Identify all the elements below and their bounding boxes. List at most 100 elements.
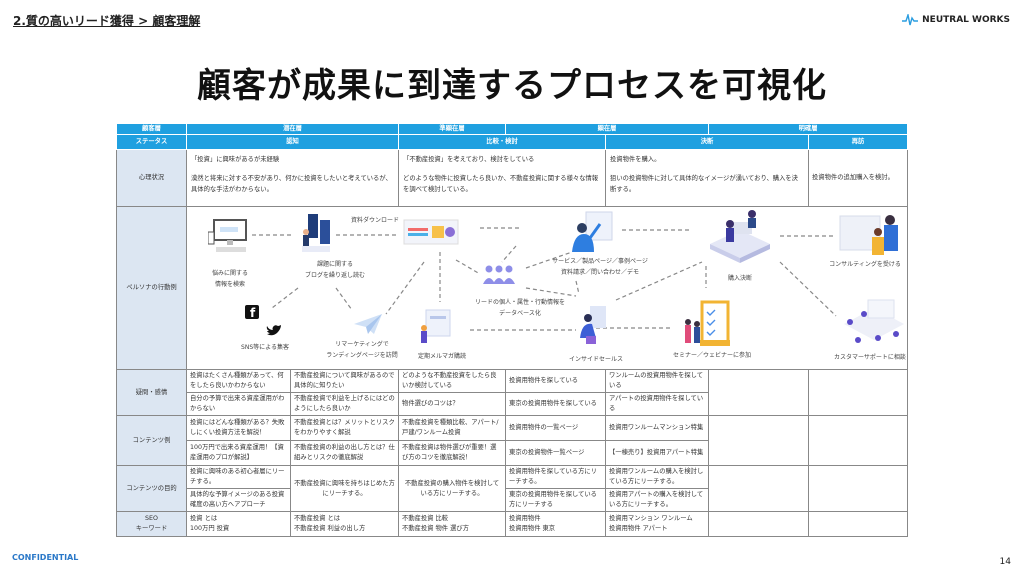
keyword: 100万円 投資: [190, 525, 230, 532]
consulting-icon: [838, 212, 904, 262]
empty-cell: [708, 369, 810, 416]
keyword: 投資用物件 東京: [509, 525, 556, 532]
node-label-mail: 定期メルマガ購読: [417, 353, 467, 360]
content-cell: 不動産投資の利益の出し方とは？仕組みとリスクの徹底解説: [289, 440, 400, 466]
row-label: 心理状況: [116, 149, 187, 207]
purpose-cell: 投資用ワンルームの購入を検討している方にリーチする。: [605, 465, 710, 489]
content-cell: 投資用物件の一覧ページ: [505, 415, 607, 441]
row-label: コンテンツ例: [116, 415, 187, 466]
seo-cell: 不動産投資 とは不動産投資 利益の出し方: [289, 511, 400, 537]
breadcrumb[interactable]: 2.質の高いリード獲得 > 顧客理解: [13, 14, 201, 28]
seo-cell: 投資用マンション ワンルーム投資用物件 アパート: [605, 511, 710, 537]
question-cell: どのような不動産投資をしたら良いか検討している: [398, 369, 507, 393]
purpose-cell: 投資用物件を探している方にリーチする。: [505, 465, 607, 489]
question-cell: 物件選びのコツは？: [398, 392, 507, 416]
customer-journey-table: 顧客層 潜在層 準顕在層 顕在層 明確層 ステータス 認知 比較・検討 決断 再…: [116, 123, 909, 537]
psychology-cell: 「投資」に興味があるが未経験漠然と将来に対する不安があり、何かに投資をしたいと考…: [185, 149, 400, 207]
cell-text: 漠然と将来に対する不安があり、何かに投資をしたいと考えているが、具体的な手法がわ…: [191, 175, 392, 193]
empty-cell: [708, 465, 810, 512]
cell-text: どのような物件に投資したら良いか、不動産投資に関する様々な情報を調べて検討してい…: [403, 175, 599, 193]
label-line: キーワード: [135, 525, 168, 532]
seminar-checklist-icon: [680, 300, 732, 352]
node-label-database: リードの個人・属性・行動情報をデータベース化: [474, 299, 566, 317]
keyword: 投資用物件: [509, 515, 541, 522]
node-label-remarketing: リマーケティングでランディングページを訪問: [326, 341, 398, 359]
node-label-inside-sales: インサイドセールス: [568, 356, 624, 363]
people-group-icon: [482, 264, 516, 290]
service-page-icon: [570, 210, 614, 258]
document-download-icon: [400, 214, 462, 252]
question-cell: 自分の予算で出来る資産運用がわからない: [186, 392, 291, 416]
node-label-seminar: セミナー／ウェビナーに参加: [672, 352, 752, 359]
status-header: 認知: [185, 134, 400, 150]
page-number: 14: [999, 557, 1011, 567]
node-label-sns: SNS等による集客: [241, 344, 289, 351]
purpose-cell: 不動産投資に興味を持ちはじめた方にリーチする。: [289, 465, 400, 512]
purpose-cell: 東京の投資用物件を探している方にリーチする: [505, 488, 607, 512]
purchase-decision-icon: [708, 208, 772, 268]
label-line: SEO: [145, 515, 158, 522]
layer-header: 準顕在層: [398, 123, 507, 135]
purpose-cell: 不動産投資の購入物件を検討している方にリーチする。: [398, 465, 507, 512]
content-cell: 【一棟売り】投資用アパート特集: [605, 440, 710, 466]
seo-cell: 投資用物件投資用物件 東京: [505, 511, 607, 537]
row-label: SEO キーワード: [116, 511, 187, 537]
row-label: ペルソナの行動例: [116, 206, 187, 370]
layer-label: 顧客層: [116, 123, 187, 135]
node-label-consulting: コンサルティングを受ける: [829, 261, 901, 268]
layer-header: 明確層: [708, 123, 909, 135]
cell-text: 「不動産投資」を考えており、検討をしている: [403, 156, 535, 163]
status-header: 決断: [605, 134, 810, 150]
psychology-cell: 投資物件を購入。狙いの投資物件に対して具体的なイメージが湧いており、購入を決断す…: [605, 149, 810, 207]
seo-cell: 不動産投資 比較不動産投資 物件 選び方: [398, 511, 507, 537]
content-cell: 不動産投資は物件選びが重要！選び方のコツを徹底解説！: [398, 440, 507, 466]
paper-plane-icon: [354, 314, 382, 338]
customer-support-icon: [834, 294, 906, 354]
status-label: ステータス: [116, 134, 187, 150]
logo-text: NEUTRAL WORKS: [922, 15, 1010, 25]
keyword: 不動産投資 比較: [402, 515, 449, 522]
purpose-cell: 具体的な予算イメージのある投資確度の高い方へアプローチ: [186, 488, 291, 512]
cell-text: 「投資」に興味があるが未経験: [191, 156, 280, 163]
psychology-cell: 「不動産投資」を考えており、検討をしているどのような物件に投資したら良いか、不動…: [398, 149, 607, 207]
keyword: 投資 とは: [190, 515, 218, 522]
empty-cell: [808, 369, 909, 416]
content-cell: 東京の投資物件一覧ページ: [505, 440, 607, 466]
question-cell: 投資はたくさん種類があって、何をしたら良いかわからない: [186, 369, 291, 393]
empty-cell: [708, 415, 810, 466]
status-header: 再訪: [808, 134, 909, 150]
keyword: 不動産投資 利益の出し方: [294, 525, 366, 532]
question-cell: 不動産投資で利益を上げるにはどのようにしたら良いか: [289, 392, 400, 416]
content-cell: 投資にはどんな種類がある？失敗しにくい投資方法を解説！: [186, 415, 291, 441]
twitter-icon: [266, 322, 282, 341]
cell-text: 狙いの投資物件に対して具体的なイメージが湧いており、購入を決断する。: [610, 175, 798, 193]
confidential-label: CONFIDENTIAL: [12, 553, 79, 562]
question-cell: 投資用物件を探している: [505, 369, 607, 393]
row-label: コンテンツの目的: [116, 465, 187, 512]
question-cell: 不動産投資について興味があるので具体的に知りたい: [289, 369, 400, 393]
node-label-search: 悩みに関する情報を検索: [211, 270, 249, 288]
empty-cell: [708, 511, 810, 537]
content-cell: 不動産投資を種類比較、アパート/戸建/ワンルーム投資: [398, 415, 507, 441]
layer-header: 潜在層: [185, 123, 400, 135]
keyword: 投資用物件 アパート: [609, 525, 668, 532]
node-label-support: カスタマーサポートに相談: [834, 354, 906, 361]
psychology-cell: 投資物件の追加購入を検討。: [808, 149, 909, 207]
content-cell: 100万円で出来る資産運用！【資産運用のプロが解説】: [186, 440, 291, 466]
svg-text:f: f: [250, 306, 256, 319]
layer-header: 顕在層: [505, 123, 710, 135]
brand-logo: NEUTRAL WORKS: [902, 14, 1010, 26]
empty-cell: [808, 511, 909, 537]
cell-text: 投資物件を購入。: [610, 156, 661, 163]
content-cell: 不動産投資とは？メリットとリスクをわかりやすく解説: [289, 415, 400, 441]
empty-cell: [808, 465, 909, 512]
purpose-cell: 投資に興味のある初心者層にリーチする。: [186, 465, 291, 489]
purpose-cell: 投資用アパートの購入を検討している方にリーチする。: [605, 488, 710, 512]
blog-reader-icon: [298, 212, 334, 258]
node-label-purchase: 購入決断: [727, 275, 753, 282]
newsletter-icon: [418, 308, 452, 348]
content-cell: 投資用ワンルームマンション特集: [605, 415, 710, 441]
question-cell: アパートの投資用物件を探している: [605, 392, 710, 416]
persona-diagram: f 悩みに関する情報を検索 課題に関するブログを繰り返し読む 資料ダウンロード …: [186, 206, 907, 368]
facebook-icon: f: [245, 304, 259, 323]
